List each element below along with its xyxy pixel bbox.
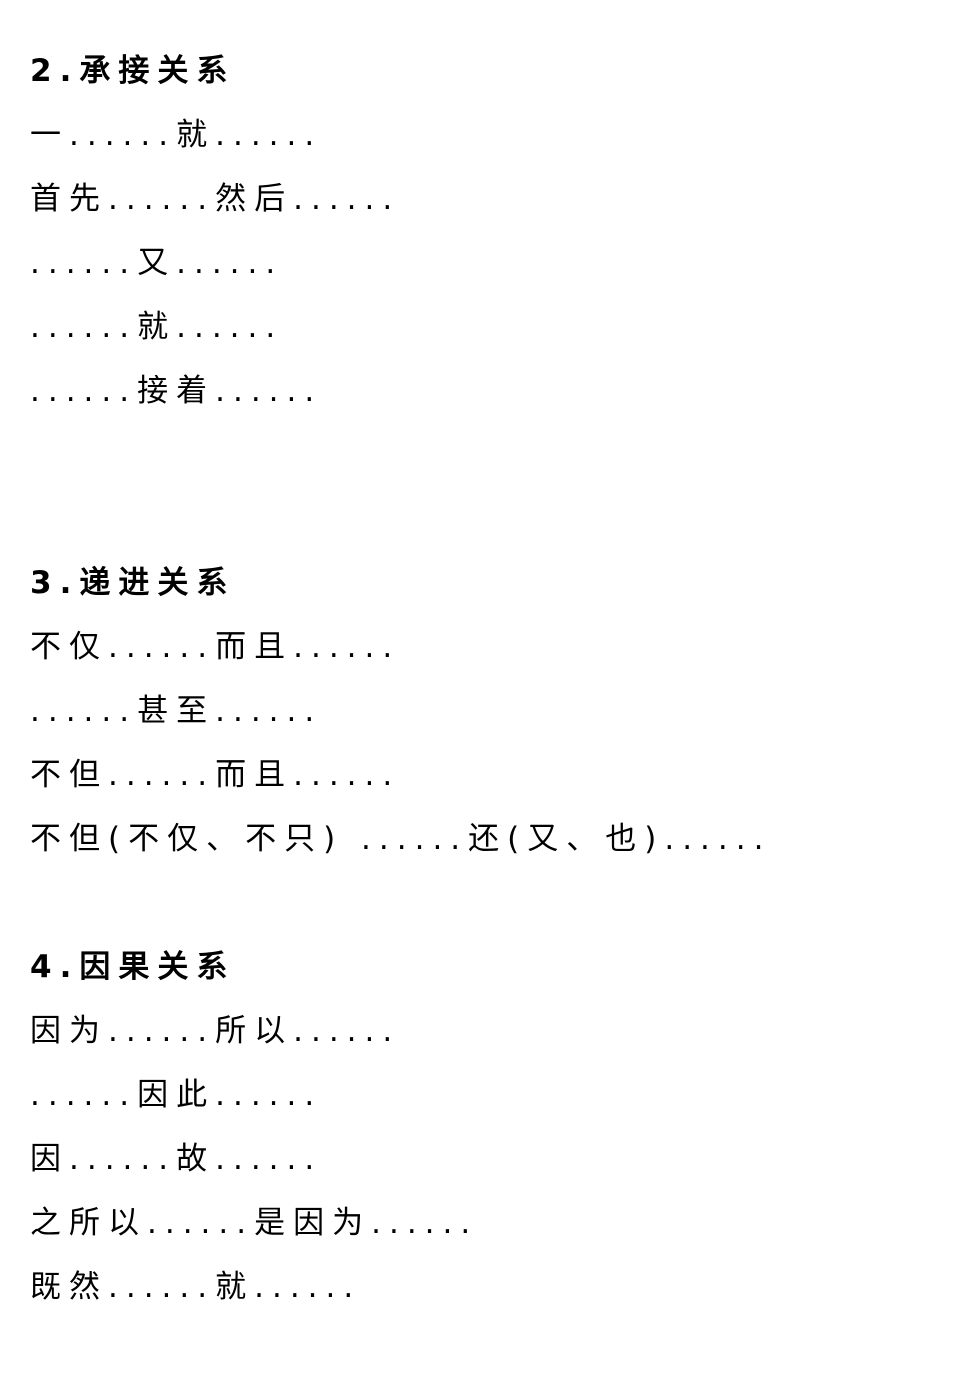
list-item: ......甚至...... bbox=[30, 693, 323, 729]
section-heading: 3.递进关系 bbox=[30, 565, 236, 601]
list-item: 不但(不仅、不只) ......还(又、也)...... bbox=[30, 821, 772, 857]
list-item: ......就...... bbox=[30, 309, 284, 345]
list-item: 不但......而且...... bbox=[30, 757, 401, 793]
list-item: 之所以......是因为...... bbox=[30, 1205, 479, 1241]
list-item: ......因此...... bbox=[30, 1077, 323, 1113]
list-item: 因为......所以...... bbox=[30, 1013, 401, 1049]
list-item: 既然......就...... bbox=[30, 1269, 362, 1305]
section-heading: 2.承接关系 bbox=[30, 53, 236, 89]
list-item: 不仅......而且...... bbox=[30, 629, 401, 665]
list-item: ......接着...... bbox=[30, 373, 323, 409]
section-heading: 4.因果关系 bbox=[30, 949, 236, 985]
list-item: 首先......然后...... bbox=[30, 181, 401, 217]
list-item: ......又...... bbox=[30, 245, 284, 281]
list-item: 一......就...... bbox=[30, 117, 323, 153]
list-item: 因......故...... bbox=[30, 1141, 323, 1177]
